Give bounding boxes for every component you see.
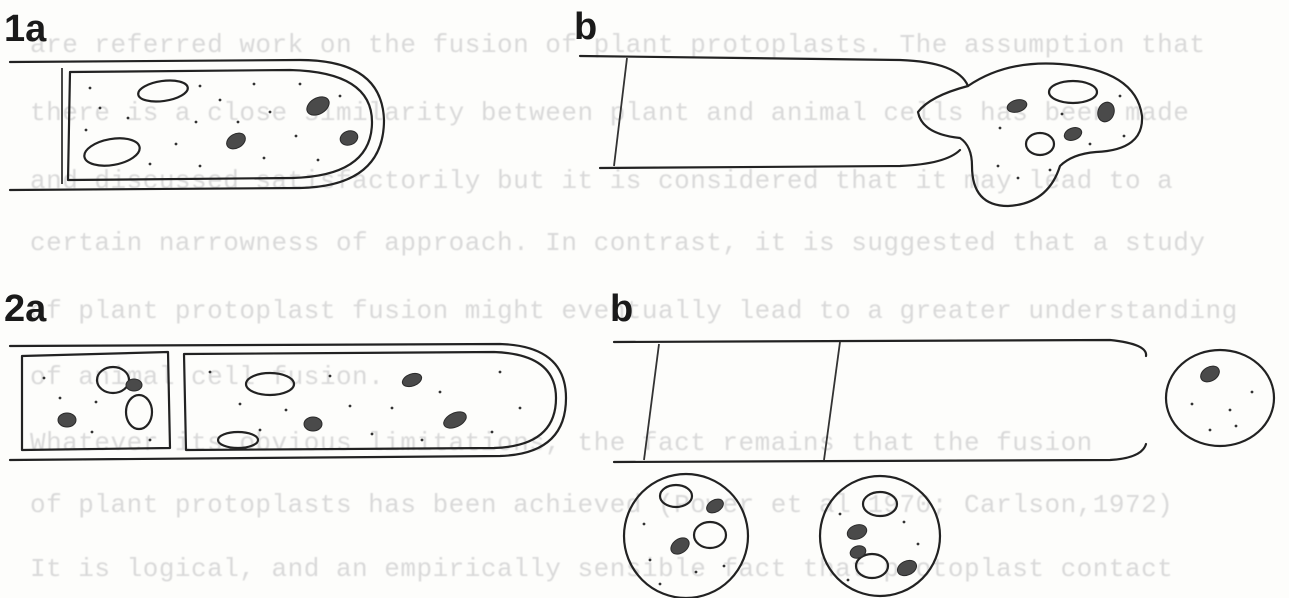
vacuole-1b-2 [1026,133,1054,155]
protoplast-2a-right [184,352,556,450]
protoplast-2b-1 [1166,350,1274,446]
protoplast-2b-3 [820,476,940,596]
panel-2b-cells [614,340,1274,598]
cell-wall-outer-1a [10,60,384,190]
vacuole-2b-1 [660,485,692,507]
nucleus-1a-3 [338,128,360,147]
nucleus-2b-6 [895,557,919,578]
nucleus-1b-1 [1006,98,1028,115]
nucleus-2b-2 [704,496,726,515]
cell-wall-1b [580,56,968,86]
nucleus-1a-1 [304,93,333,119]
vacuole-2a-1 [97,367,129,393]
panel-label-2b: b [610,290,633,328]
protoplast-2b-2 [624,474,748,598]
panel-label-2a: 2a [4,290,46,328]
vacuole-1a-2 [82,134,142,169]
nucleus-2a-4 [401,371,424,389]
panel-label-2a-letter: a [25,288,46,330]
nucleus-2a-5 [441,409,469,432]
cell-wall-1b-lower [600,150,960,168]
vacuole-2a-4 [218,432,258,448]
nucleus-2b-5 [848,544,867,561]
cell-wall-2b-lower [614,444,1146,462]
vacuole-2b-2 [694,522,726,548]
nucleus-2a-3 [304,417,322,431]
nucleus-2b-3 [668,535,692,558]
cross-wall-2b-1 [644,344,659,460]
panel-1a-cell [10,60,384,190]
nucleus-2b-4 [845,522,869,542]
cross-wall-1b [614,58,627,166]
panel-1b-cell [580,56,1142,206]
vacuole-2a-2 [126,395,152,429]
cross-wall-2b-2 [824,342,840,460]
nucleus-1b-3 [1062,125,1083,142]
panel-label-1a-number: 1 [4,8,25,50]
protoplast-bulb-1b [918,63,1142,206]
panel-label-1a: 1a [4,10,46,48]
cell-wall-2b-upper [614,340,1146,356]
panel-2a-cells [10,344,566,460]
nucleus-2a-1 [126,379,142,391]
vacuole-2b-3 [863,492,897,516]
protoplast-1a [68,70,372,180]
panel-label-1a-letter: a [25,8,46,50]
panel-label-1b: b [574,8,597,46]
nucleus-2a-2 [58,413,76,427]
vacuole-2a-3 [246,373,294,395]
panel-label-2a-number: 2 [4,288,25,330]
vacuole-1b-1 [1049,81,1097,103]
nucleus-1b-2 [1095,100,1117,124]
cell-wall-2a-outer [10,344,566,460]
vacuole-1a-1 [137,78,189,105]
nucleus-2b-1 [1198,363,1222,385]
nucleus-1a-2 [224,130,248,152]
